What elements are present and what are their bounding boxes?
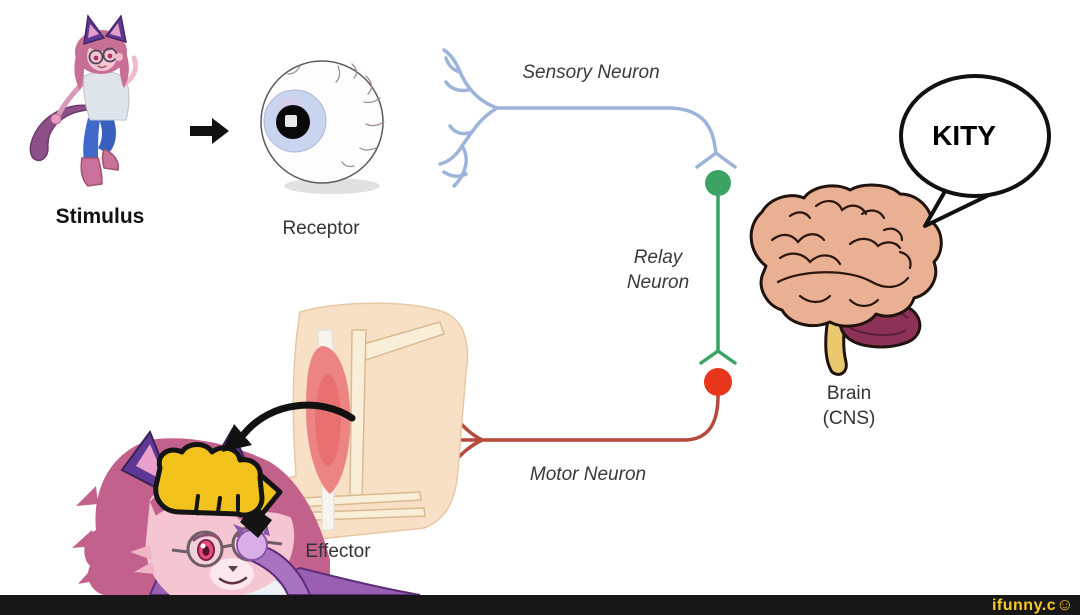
flow-arrow-icon xyxy=(190,118,229,144)
stimulus-character-illustration xyxy=(29,14,139,187)
watermark-text: ifunny.c xyxy=(991,596,1057,614)
relay-neuron-label: Relay Neuron xyxy=(627,245,689,295)
watermark: ifunny.c☺ xyxy=(992,595,1074,615)
relay-neuron-label-line2: Neuron xyxy=(626,272,690,293)
brain-label-line1: Brain xyxy=(826,383,872,404)
relay-neuron-label-line1: Relay xyxy=(633,247,683,268)
synapse-dot-red xyxy=(704,368,732,396)
relay-neuron-path xyxy=(699,194,737,365)
glove-hand-illustration xyxy=(153,442,283,538)
speech-bubble xyxy=(899,74,1051,228)
sensory-neuron-path xyxy=(438,48,737,188)
motor-neuron-label: Motor Neuron xyxy=(529,464,647,485)
stimulus-label: Stimulus xyxy=(55,205,145,228)
synapse-dot-green xyxy=(705,170,731,196)
watermark-smiley-icon: ☺ xyxy=(1056,594,1074,614)
sensory-neuron-label: Sensory Neuron xyxy=(522,62,660,83)
petting-arrow-icon xyxy=(222,401,356,452)
brain-illustration xyxy=(749,183,943,376)
effector-arm-illustration xyxy=(243,302,469,544)
brain-label-line2: (CNS) xyxy=(822,408,876,429)
receptor-label: Receptor xyxy=(282,218,360,239)
receptor-eye-illustration xyxy=(260,60,385,194)
bottom-bar: ifunny.c☺ xyxy=(0,595,1080,615)
brain-label: Brain (CNS) xyxy=(823,381,876,431)
speech-bubble-text: KITY xyxy=(932,120,996,151)
effector-label: Effector xyxy=(305,541,371,562)
petted-character-illustration xyxy=(72,427,421,596)
